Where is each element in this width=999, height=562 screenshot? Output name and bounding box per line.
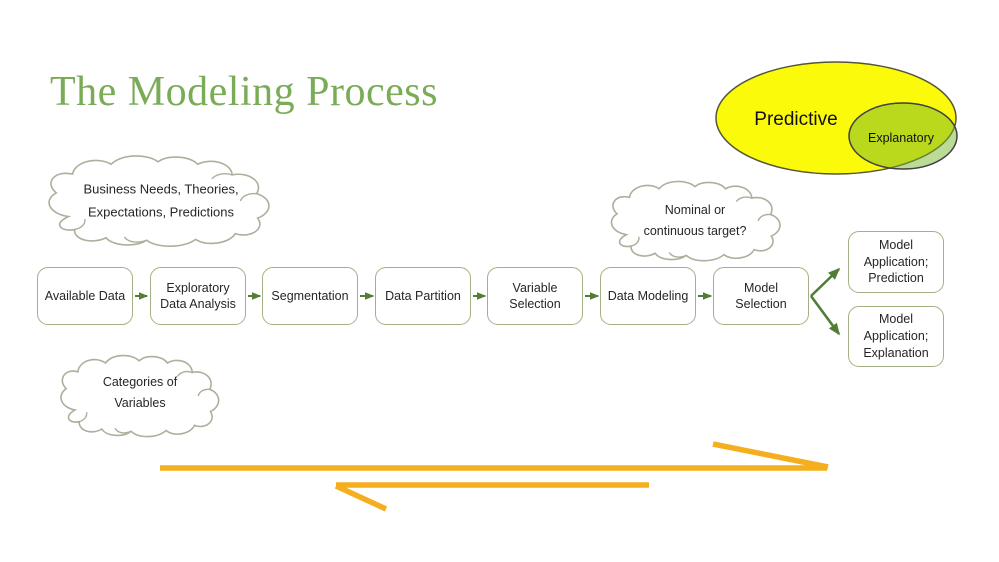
flow-arrows [135,267,841,336]
outcome-box-explanation: Model Application; Explanation [848,306,944,367]
flow-box-data-modeling: Data Modeling [600,267,696,325]
backward-arrowhead-stroke [334,483,388,512]
predictive-label: Predictive [754,109,838,130]
flow-box-data-partition: Data Partition [375,267,471,325]
fan-arrow-prediction [810,267,841,297]
cloud-label-categories: Categories of Variables [102,374,178,410]
fan-arrow-explanation [809,295,841,336]
outcome-box-prediction: Model Application; Prediction [848,231,944,293]
cloud-label-target: Nominal or continuous target? [643,202,747,238]
flow-box-segmentation: Segmentation [262,267,358,325]
flow-box-variable-selection: Variable Selection [487,267,583,325]
explanatory-ellipse [848,102,958,170]
explanatory-label: Explanatory [867,131,935,145]
flow-box-exploratory-data-analysis: Exploratory Data Analysis [150,267,246,325]
flow-box-model-selection: Model Selection [713,267,809,325]
flow-box-available-data: Available Data [37,267,133,325]
venn-diagram [715,61,958,175]
cloud-label-business: Business Needs, Theories, Expectations, … [83,181,239,219]
page-title: The Modeling Process [50,69,438,115]
orange-arrows [160,441,829,512]
forward-arrowhead-stroke [712,441,829,470]
